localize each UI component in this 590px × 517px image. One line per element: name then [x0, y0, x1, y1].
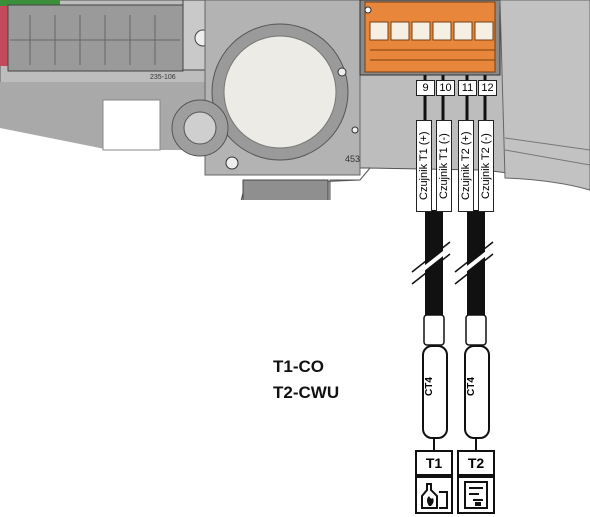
sensor-t2-code: CT4 [466, 377, 477, 397]
terminal-12: 12 [478, 80, 497, 96]
sensor-t1-body [422, 345, 448, 439]
wire-label-t2-plus: Czujnik T2 (+) [458, 120, 474, 212]
boiler-heating-icon [415, 476, 453, 514]
terminal-9: 9 [416, 80, 435, 96]
terminal-11: 11 [458, 80, 477, 96]
sensor-t2-body [464, 345, 490, 439]
wire-label-t1-minus: Czujnik T1 (-) [436, 120, 452, 212]
svg-text:453: 453 [345, 154, 360, 164]
wire-label-t2-minus: Czujnik T2 (-) [478, 120, 494, 212]
hot-water-tank-icon [457, 476, 495, 514]
legend-t2: T2-CWU [273, 383, 340, 402]
board-code: 235-106 [150, 74, 176, 81]
terminal-10: 10 [436, 80, 455, 96]
sensor-t1-tag: T1 [415, 450, 453, 476]
legend-t1: T1-CO [273, 357, 324, 376]
sensor-t2-tag: T2 [457, 450, 495, 476]
sensor-t1-code: CT4 [424, 377, 435, 397]
wire-label-t1-plus: Czujnik T1 (+) [416, 120, 432, 212]
